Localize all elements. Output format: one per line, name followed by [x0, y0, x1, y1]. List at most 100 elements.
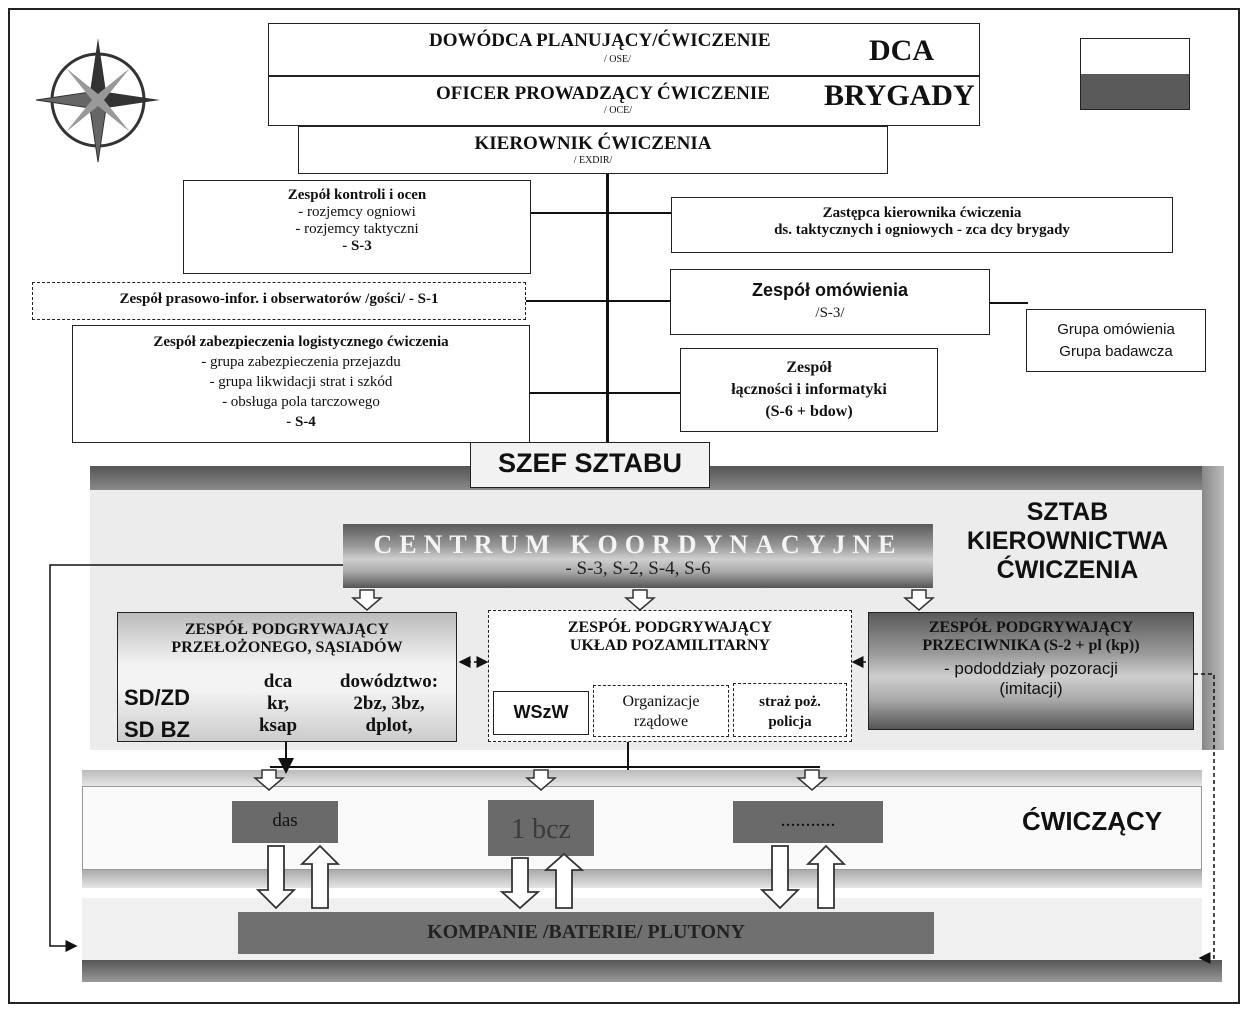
sztab-line: SZTAB: [1026, 498, 1109, 526]
organizacje-line: rządowe: [633, 713, 689, 730]
zespol-przelozonego-box: ZESPÓŁ PODGRYWAJĄCY PRZEŁOŻONEGO, SĄSIAD…: [117, 612, 457, 742]
dowodca-sub: / OSE/: [604, 54, 631, 65]
przelozony-item: ksap: [258, 715, 298, 736]
unit-label: das: [272, 810, 298, 831]
przeciwnik-line: - pododdziały pozoracji: [944, 659, 1118, 678]
wszw-label: WSzW: [513, 702, 569, 722]
connector: [990, 302, 1028, 304]
hollow-down-arrow: [524, 769, 558, 791]
wszw-box: WSzW: [493, 691, 589, 735]
hollow-down-arrow: [252, 769, 286, 791]
kompanie-label: KOMPANIE /BATERIE/ PLUTONY: [427, 921, 745, 943]
sd-bz-label: SD BZ: [124, 717, 190, 742]
connector: [530, 392, 607, 394]
kierownik-box: KIEROWNIK ĆWICZENIA / EXDIR/: [298, 126, 888, 174]
connector: [607, 212, 671, 214]
przelozony-line: ZESPÓŁ PODGRYWAJĄCY: [184, 621, 390, 638]
hollow-down-arrow: [795, 769, 829, 791]
centrum-title: CENTRUM KOORDYNACYJNE: [373, 530, 903, 559]
unit-das: das: [232, 801, 338, 843]
unit-label: 1 bcz: [511, 814, 571, 845]
organizacje-line: Organizacje: [622, 693, 700, 710]
connector: [526, 300, 607, 302]
grupy-box: Grupa omówienia Grupa badawcza: [1026, 309, 1206, 372]
przelozony-col2: dowództwo: 2bz, 3bz, dplot,: [324, 671, 454, 737]
right-feedback-arrow: [1194, 673, 1215, 964]
sztab-label: SZTAB KIEROWNICTWA ĆWICZENIA: [935, 498, 1200, 585]
kompanie-slab-bottom: [82, 960, 1222, 982]
central-line: [606, 174, 609, 444]
zespol-pozamilitarny-box: ZESPÓŁ PODGRYWAJĄCY UKŁAD POZAMILITARNY …: [488, 610, 852, 742]
lacznosc-line: Zespół: [786, 359, 832, 376]
oficer-box: OFICER PROWADZĄCY ĆWICZENIE / OCE/ BRYGA…: [268, 76, 980, 126]
lacznosc-line: (S-6 + bdow): [765, 403, 853, 420]
hollow-down-arrow: [350, 589, 936, 611]
logistyka-line: - S-4: [286, 414, 316, 430]
zastepca-line: Zastępca kierownika ćwiczenia: [822, 205, 1022, 221]
dowodca-box: DOWÓDCA PLANUJĄCY/ĆWICZENIE / OSE/ DCA: [268, 23, 980, 76]
hollow-down-arrow: [902, 589, 936, 611]
left-feedback-arrow: [49, 564, 343, 952]
przelozony-line: PRZEŁOŻONEGO, SĄSIADÓW: [171, 639, 403, 656]
grupy-line: Grupa omówienia: [1057, 321, 1175, 338]
unit-label: ...........: [780, 809, 836, 831]
zespol-kontroli-box: Zespół kontroli i ocen - rozjemcy ogniow…: [183, 180, 531, 274]
hollow-down-arrow: [255, 845, 297, 910]
logistyka-line: - grupa likwidacji strat i szkód: [209, 374, 393, 390]
przelozony-item: dplot,: [365, 715, 413, 736]
kierownik-title: KIEROWNIK ĆWICZENIA: [474, 133, 712, 154]
pozamilitarny-line: ZESPÓŁ PODGRYWAJĄCY: [567, 619, 773, 636]
kontrola-line: - rozjemcy taktyczni: [295, 221, 419, 237]
zespol-omowienia-box: Zespół omówienia /S-3/: [670, 269, 990, 335]
przelozony-item: dca: [263, 671, 293, 692]
szef-label: SZEF SZTABU: [498, 448, 682, 478]
unit-1bcz: 1 bcz: [488, 800, 594, 856]
przeciwnik-line: ZESPÓŁ PODGRYWAJĄCY: [928, 619, 1134, 636]
hollow-down-arrow: [623, 589, 657, 611]
dowodca-title: DOWÓDCA PLANUJĄCY/ĆWICZENIE: [429, 30, 771, 51]
lacznosc-line: łączności i informatyki: [731, 381, 887, 398]
kierownik-sub: / EXDIR/: [573, 155, 613, 166]
hollow-up-arrow: [805, 844, 847, 909]
przelozony-item: dowództwo:: [339, 671, 439, 692]
przelozony-item: 2bz, 3bz,: [353, 693, 425, 714]
hollow-down-arrow: [350, 589, 384, 611]
brygady-label: BRYGADY: [824, 79, 975, 112]
logistyka-line: - obsługa pola tarczowego: [222, 394, 380, 410]
zastepca-box: Zastępca kierownika ćwiczenia ds. taktyc…: [671, 197, 1173, 253]
hollow-down-arrow: [499, 857, 541, 910]
centrum-sub: - S-3, S-2, S-4, S-6: [565, 558, 711, 579]
polish-flag: [1080, 38, 1190, 110]
hollow-up-arrow: [543, 852, 585, 909]
unit-others: ...........: [733, 801, 883, 843]
przelozony-col1: dca kr, ksap: [238, 671, 318, 737]
zespol-przeciwnika-box: ZESPÓŁ PODGRYWAJĄCY PRZECIWNIKA (S-2 + p…: [868, 612, 1194, 730]
pozamilitarny-line: UKŁAD POZAMILITARNY: [569, 637, 771, 654]
kontrola-line: - rozjemcy ogniowi: [298, 204, 416, 220]
straz-line: policja: [768, 714, 812, 730]
logistyka-title: Zespół zabezpieczenia logistycznego ćwic…: [153, 334, 449, 350]
szef-sztabu-box: SZEF SZTABU: [470, 442, 710, 488]
zespol-prasowy-box: Zespół prasowo-infor. i obserwatorów /go…: [32, 282, 526, 320]
przeciwnik-line: (imitacji): [999, 679, 1063, 698]
logistyka-line: - grupa zabezpieczenia przejazdu: [201, 354, 401, 370]
dca-label: DCA: [869, 34, 934, 67]
kontrola-title: Zespół kontroli i ocen: [287, 187, 427, 203]
grupy-line: Grupa badawcza: [1059, 343, 1173, 360]
connector: [607, 392, 680, 394]
oficer-title: OFICER PROWADZĄCY ĆWICZENIE: [436, 83, 770, 104]
sztab-slab-side: [1202, 466, 1224, 750]
straz-box: straż poż. policja: [733, 683, 847, 737]
connector: [607, 300, 670, 302]
kontrola-line: - S-3: [342, 238, 372, 254]
zastepca-line: ds. taktycznych i ogniowych - zca dcy br…: [774, 222, 1070, 238]
straz-line: straż poż.: [759, 694, 821, 710]
connector: [531, 212, 607, 214]
zespol-lacznosci-box: Zespół łączności i informatyki (S-6 + bd…: [680, 348, 938, 432]
sztab-line: ĆWICZENIA: [996, 556, 1139, 584]
sztab-line: KIEROWNICTWA: [966, 527, 1169, 555]
przeciwnik-line: PRZECIWNIKA (S-2 + pl (kp)): [922, 637, 1140, 654]
zespol-logistyki-box: Zespół zabezpieczenia logistycznego ćwic…: [72, 325, 530, 443]
omowienie-title: Zespół omówienia: [751, 280, 909, 300]
